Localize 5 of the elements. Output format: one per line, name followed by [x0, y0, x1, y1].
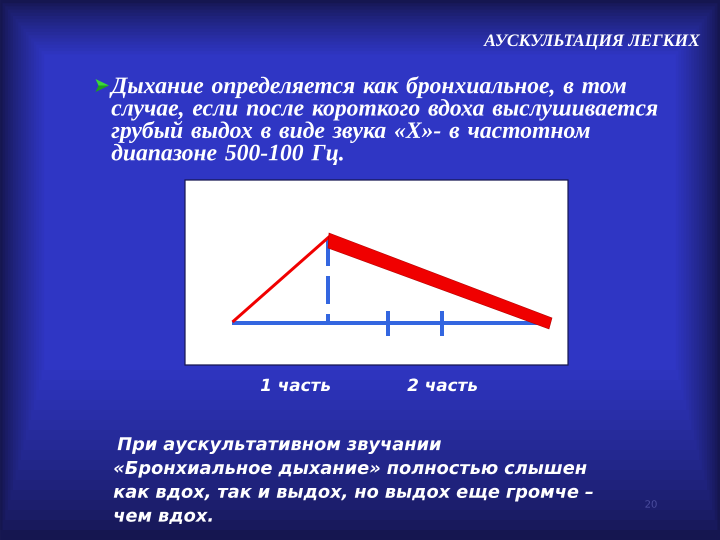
note-text: При аускультативном звучании «Бронхиальное дыхание» полностью слышен как вдох, так и выдох, но выдох еще громче – чем вдох.	[114, 437, 593, 524]
part-label: 1 часть	[260, 378, 330, 392]
part-label: 2 часть	[407, 378, 477, 392]
bullet-text: Дыхание определяется как бронхиальное, в том случае, если после короткого вдоха выслушивается грубый выдох в виде звука «Х»- в частотном диапазоне 500-100 Гц.	[109, 76, 658, 165]
slide-title: АУСКУЛЬТАЦИЯ ЛЕГКИХ	[483, 34, 700, 50]
